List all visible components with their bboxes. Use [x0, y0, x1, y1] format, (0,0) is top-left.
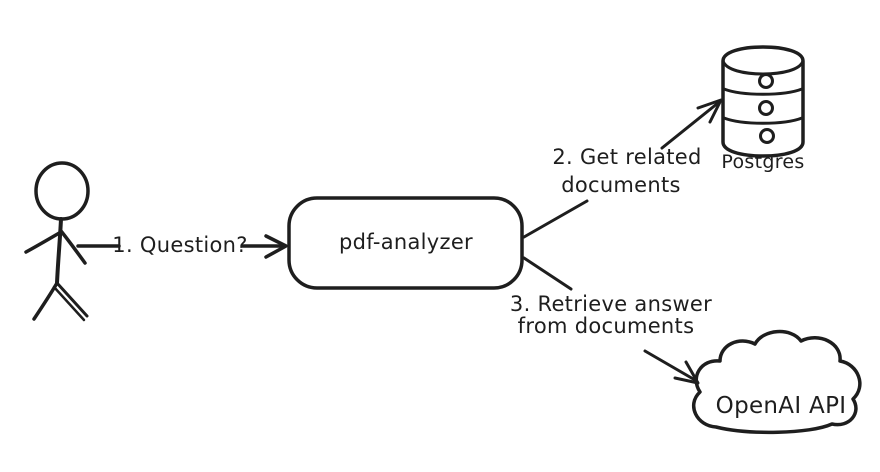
database-top-rim	[721, 59, 805, 76]
database-dot-1	[758, 73, 774, 89]
stick-figure-head	[34, 161, 90, 221]
stick-figure-right-leg	[55, 281, 89, 318]
stick-figure-right-leg-sketch-line	[52, 285, 86, 322]
stick-figure-left-leg	[32, 281, 59, 321]
retrieve-answer-label-line2: from documents	[517, 314, 695, 338]
pdf-analyzer-label: pdf-analyzer	[339, 230, 473, 254]
get-documents-label-line2: documents	[561, 173, 681, 197]
stick-figure-left-arm	[24, 230, 63, 254]
user-stick-figure	[24, 161, 90, 322]
pdf-analyzer-node	[287, 196, 524, 290]
cloud-body	[692, 329, 862, 435]
question-label: 1. Question?	[112, 233, 248, 257]
database-divider-2	[722, 116, 804, 125]
database-divider-1	[722, 87, 804, 96]
stick-figure-body	[55, 217, 63, 285]
postgres-label: Postgres	[721, 151, 805, 173]
cloud-icon	[692, 329, 862, 435]
database-icon	[721, 45, 805, 158]
database-dot-3	[759, 128, 775, 144]
get-documents-arrow	[522, 98, 723, 239]
retrieve-answer-label-line1: 3. Retrieve answer	[509, 292, 713, 316]
openai-api-label: OpenAI API	[715, 393, 847, 419]
get-documents-label-line1: 2. Get related	[552, 145, 702, 169]
question-arrowhead	[264, 234, 288, 259]
stick-figure-right-arm	[59, 229, 87, 265]
question-arrow	[76, 234, 288, 259]
database-dot-2	[758, 100, 774, 116]
database-body	[721, 45, 805, 158]
get-documents-arrowhead	[696, 98, 723, 124]
